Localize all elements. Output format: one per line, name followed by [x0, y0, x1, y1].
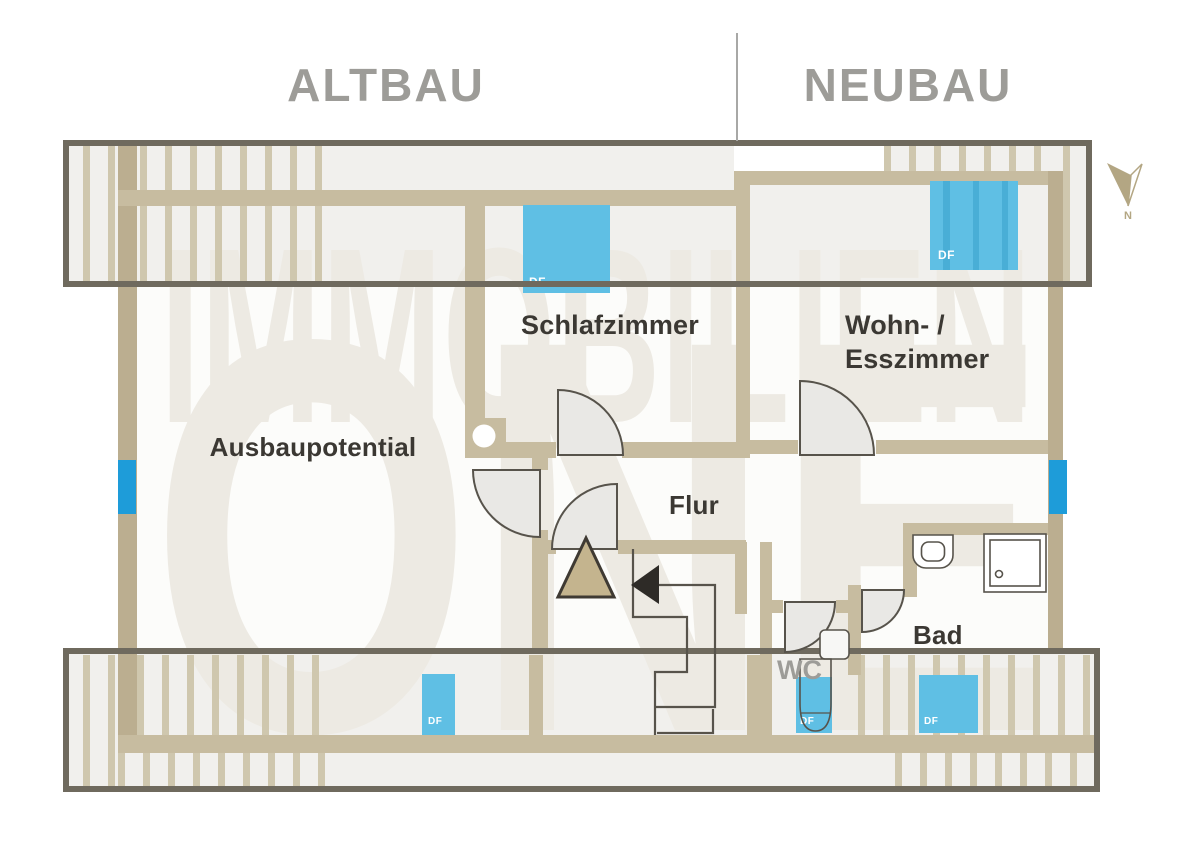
wall-wc-north-a: [760, 600, 783, 613]
door-arc-wohnzimmer: [799, 379, 876, 456]
hatch-region-top-left-upper: [140, 146, 326, 192]
wall-flur-south-b: [618, 540, 746, 554]
wall-schlafzimmer-east: [736, 185, 750, 442]
roof-band-bottom-border: [63, 648, 1100, 792]
door-arc-ausbaupotential: [471, 469, 541, 539]
hatch-region-top-right-upper: [884, 146, 1048, 171]
df-label: DF: [800, 716, 815, 727]
north-arrow: [1107, 163, 1143, 207]
skylight-bottom-small: DF: [422, 674, 455, 735]
door-arc-schlafzimmer: [557, 388, 625, 456]
door-arc-bad: [861, 589, 906, 634]
roof-band-top-border: [63, 140, 1092, 287]
hatch-region-bottom-far-left: [83, 655, 119, 786]
hatch-region-top-left-lower: [140, 206, 326, 281]
wall-altbau-north: [118, 190, 746, 206]
hatch-region-bottom-right-lower: [895, 753, 1090, 786]
section-label-neubau: NEUBAU: [803, 59, 1013, 111]
window-left: [118, 460, 136, 514]
wall-wohnzimmer-south-a: [736, 440, 798, 454]
wall-wc-west: [760, 542, 772, 735]
hatch-region-bottom-left-lower: [118, 753, 325, 786]
section-label-altbau: ALTBAU: [287, 59, 485, 111]
wall-flur-south-a: [546, 540, 556, 554]
attic-hatch-triangle: [555, 534, 617, 599]
df-label: DF: [924, 716, 939, 727]
wall-wohnzimmer-south-b: [876, 440, 1048, 454]
room-label-wc: WC: [777, 655, 822, 685]
wall-corridor-leg: [735, 542, 747, 614]
north-label: N: [1124, 210, 1132, 222]
stair-direction-arrow: [631, 565, 659, 604]
skylight-neubau: DF: [930, 181, 1018, 270]
neubau-white-strip: [734, 146, 886, 171]
wall-bottom-exterior-strip: [118, 735, 1094, 753]
df-label: DF: [938, 248, 955, 262]
chimney: [468, 418, 506, 453]
sink: [912, 534, 954, 569]
room-label-wohn-line2: Esszimmer: [845, 344, 990, 374]
door-arc-flur: [550, 482, 618, 550]
room-label-bad: Bad: [913, 620, 963, 650]
room-label-schlafzimmer: Schlafzimmer: [521, 310, 699, 340]
room-label-wohn-line1: Wohn- /: [845, 310, 945, 340]
wall-stub-corridor: [747, 655, 760, 735]
hatch-region-bottom-left-upper: [137, 655, 325, 735]
wall-right-exterior: [1048, 171, 1063, 650]
room-label-flur: Flur: [669, 490, 719, 520]
wall-stub-stairs: [529, 655, 543, 735]
wall-schlafzimmer-south-b: [622, 442, 750, 458]
wall-ausbau-flur-b: [532, 530, 548, 650]
skylight-wc: DF: [796, 677, 832, 733]
df-label: DF: [428, 716, 443, 727]
toilet: [799, 629, 850, 732]
wall-left-exterior: [118, 145, 137, 753]
hatch-region-top-right-edge: [1063, 146, 1084, 281]
wall-schlafzimmer-west: [465, 206, 485, 443]
room-label-ausbaupotential: Ausbaupotential: [209, 432, 417, 462]
shower: [983, 533, 1047, 593]
staircase: [631, 549, 717, 735]
hatch-region-top-far-left: [83, 146, 119, 281]
room-label-wohn-esszimmer: Wohn- / Esszimmer: [845, 308, 989, 376]
skylight-bad: DF: [919, 675, 978, 733]
window-right: [1049, 460, 1067, 514]
section-divider-line: [736, 33, 738, 141]
wall-ausbau-flur-a: [532, 458, 548, 470]
wall-bad-north: [903, 523, 1048, 535]
